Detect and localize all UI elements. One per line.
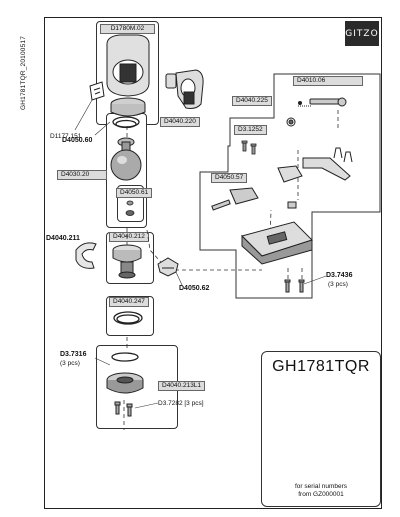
clamp-screws bbox=[284, 279, 305, 293]
ball-part bbox=[110, 137, 142, 181]
part-tag-release: D4050.57 bbox=[211, 173, 248, 183]
screw-set-part bbox=[241, 140, 257, 155]
part-label-base-screws: D3.7316 bbox=[60, 351, 87, 358]
part-label-base-screws-qty: (3 pcs) bbox=[60, 360, 80, 367]
plate-part bbox=[89, 81, 105, 101]
ring-60-part bbox=[112, 116, 140, 129]
knob-part bbox=[165, 69, 204, 109]
clamp-lever-part bbox=[277, 147, 353, 183]
clamp-panel-outline bbox=[199, 73, 381, 299]
part-tag-bolt: D4040.225 bbox=[232, 96, 272, 106]
part-label-clamp-screws-qty: (3 pcs) bbox=[328, 281, 348, 288]
clamp-base-part bbox=[241, 221, 313, 265]
serial-note-line2: from GZ000001 bbox=[298, 490, 344, 498]
bolt-part bbox=[286, 97, 347, 127]
base-box-part bbox=[112, 244, 142, 279]
part-tag-knob: D4040.220 bbox=[160, 117, 200, 127]
lever-part bbox=[157, 257, 179, 277]
serial-note-line1: for serial numbers bbox=[294, 483, 348, 490]
ring-247-part bbox=[113, 311, 143, 325]
part-tag-screw-set: D3.1252 bbox=[234, 125, 267, 135]
base-part bbox=[106, 352, 144, 394]
part-tag-base-panel: D4040.213L1 bbox=[158, 381, 206, 391]
part-label-plate: D1177.151 bbox=[50, 133, 82, 140]
brand-logo: GITZO bbox=[345, 21, 379, 46]
part-tag-ring-247: D4040.247 bbox=[109, 297, 149, 307]
part-tag-head-top: D1780M.02 bbox=[100, 24, 155, 34]
release-part bbox=[211, 187, 297, 211]
part-label-clamp-screws: D3.7436 bbox=[326, 272, 353, 279]
model-box: GH1781TQR for serial numbers from GZ0000… bbox=[261, 351, 381, 507]
part-label-clip: D4040.211 bbox=[46, 235, 80, 242]
screws-box-parts bbox=[125, 200, 135, 216]
clip-part bbox=[75, 242, 97, 269]
part-tag-ball: D4030.20 bbox=[57, 170, 107, 180]
serial-note: for serial numbers from GZ000001 bbox=[262, 483, 380, 498]
part-label-lever: D4050.62 bbox=[179, 285, 210, 292]
head-top-part bbox=[106, 34, 150, 117]
part-tag-clamp-panel: D4010.06 bbox=[293, 76, 363, 86]
base-screws bbox=[114, 401, 133, 417]
part-label-small-screw: D3.7282 [3 pcs] bbox=[158, 400, 204, 407]
model-title: GH1781TQR bbox=[272, 358, 370, 375]
part-tag-screws-box: D4050.61 bbox=[116, 188, 153, 198]
part-label-ring-60: D4050.60 bbox=[62, 137, 93, 144]
